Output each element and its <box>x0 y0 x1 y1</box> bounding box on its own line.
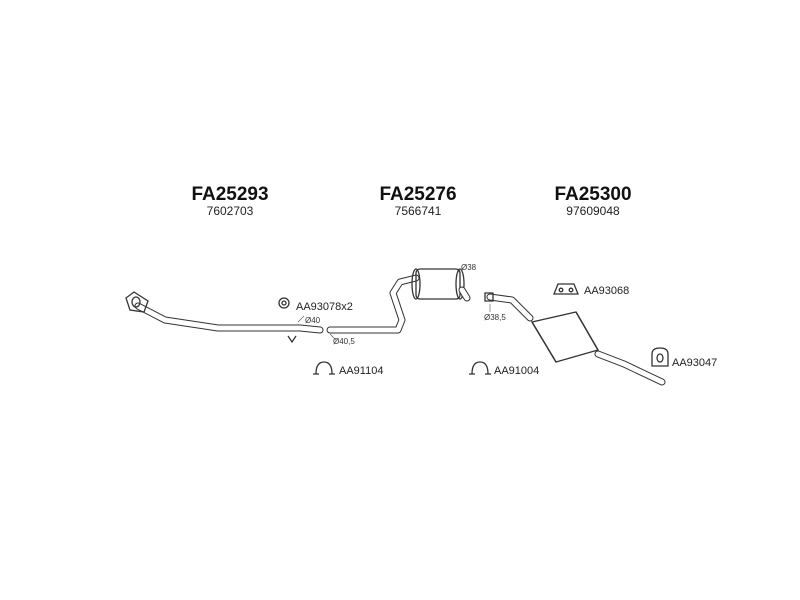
dim-mid-box: Ø38 <box>455 263 477 276</box>
ring-gasket-label: AA93078x2 <box>296 301 353 313</box>
part-code-rear: FA25300 <box>554 184 631 205</box>
dim-front-pipe-end: Ø40 <box>297 315 321 325</box>
rear-assembly <box>484 292 666 386</box>
middle-silencer <box>411 268 465 300</box>
dim-mid-pipe-start: Ø40,5 <box>329 333 355 346</box>
oem-code-middle: 7566741 <box>395 204 442 218</box>
hanger-top-label: AA93068 <box>584 285 629 297</box>
assembly-front-heading: FA25293 7602703 <box>191 184 268 218</box>
hanger-rear-label: AA93047 <box>672 357 717 369</box>
dim-front-pipe-end-label: Ø40 <box>305 316 321 325</box>
ring-gasket: AA93078x2 <box>278 297 353 313</box>
dim-mid-pipe-start-label: Ø40,5 <box>333 337 355 346</box>
mid-clamp: AA91004 <box>469 361 539 377</box>
oem-code-front: 7602703 <box>207 204 254 218</box>
assembly-middle-heading: FA25276 7566741 <box>379 184 456 218</box>
front-pipe <box>125 291 324 344</box>
front-clamp: AA91104 <box>313 361 383 377</box>
oem-code-rear: 97609048 <box>566 204 620 218</box>
dim-rear-inlet-label: Ø38,5 <box>484 313 506 322</box>
dim-rear-inlet: Ø38,5 <box>484 304 506 322</box>
assembly-rear-heading: FA25300 97609048 <box>554 184 631 218</box>
dim-mid-box-label: Ø38 <box>461 263 477 272</box>
middle-pipe <box>326 268 471 334</box>
mid-clamp-label: AA91004 <box>494 365 539 377</box>
front-clamp-label: AA91104 <box>339 365 383 377</box>
part-code-front: FA25293 <box>191 184 268 205</box>
hanger-top: AA93068 <box>553 283 629 297</box>
rear-silencer <box>530 311 599 363</box>
part-code-middle: FA25276 <box>379 184 456 205</box>
front-flange <box>125 291 149 313</box>
hanger-rear: AA93047 <box>651 347 717 369</box>
